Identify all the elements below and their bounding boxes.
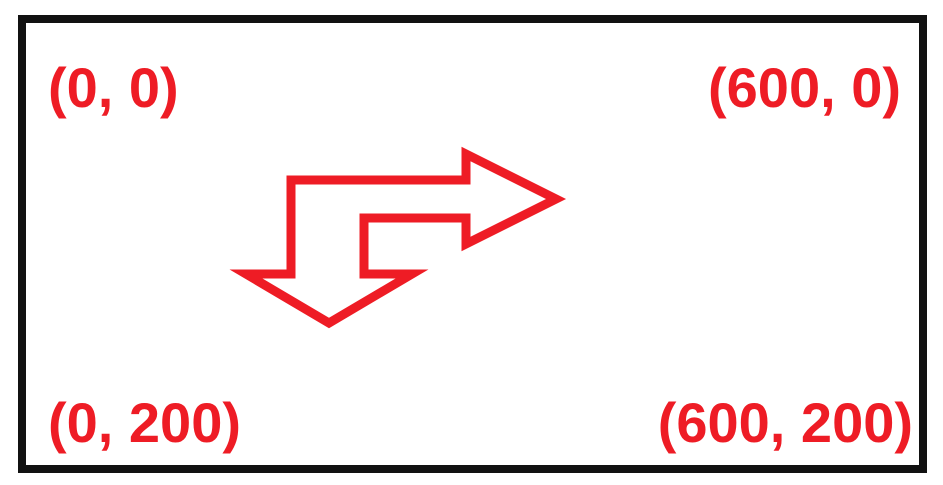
bottom-right-coordinate-label: (600, 200)	[657, 391, 913, 454]
bottom-left-coordinate-label: (0, 200)	[48, 391, 241, 454]
top-right-coordinate-label: (600, 0)	[708, 56, 901, 119]
top-left-coordinate-label: (0, 0)	[48, 56, 179, 119]
